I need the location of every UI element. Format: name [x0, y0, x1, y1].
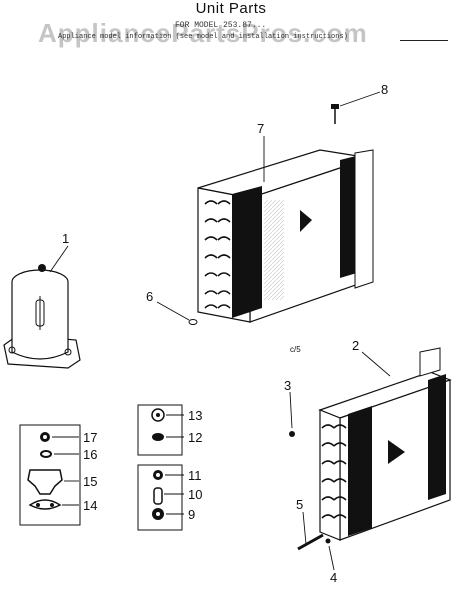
- washer-11-part[interactable]: [153, 470, 163, 480]
- callout-3: 3: [284, 378, 291, 393]
- screw-8-part[interactable]: [331, 104, 339, 124]
- header-rule: [400, 40, 448, 41]
- nut-17-part[interactable]: [40, 432, 50, 442]
- sleeve-10-part[interactable]: [153, 487, 163, 505]
- callout-4: 4: [330, 570, 337, 585]
- callout-2: 2: [352, 338, 359, 353]
- callout-5: 5: [296, 497, 303, 512]
- callout-10: 10: [188, 487, 202, 502]
- callout-15: 15: [83, 474, 97, 489]
- screw-4-part[interactable]: [325, 538, 331, 544]
- callout-11: 11: [188, 468, 202, 483]
- screw-3-part[interactable]: [289, 431, 295, 437]
- callout-12: 12: [188, 430, 202, 445]
- washer-16-part[interactable]: [40, 450, 52, 458]
- callout-9: 9: [188, 507, 195, 522]
- model-line: FOR MODEL 253.87...: [175, 21, 267, 30]
- callout-8: 8: [381, 82, 388, 97]
- callout-1: 1: [62, 231, 69, 246]
- grommet-12-part[interactable]: [152, 433, 164, 441]
- callout-7: 7: [257, 121, 264, 136]
- hardware-kit-left: [19, 424, 81, 526]
- condenser-coil-part[interactable]: [318, 347, 452, 541]
- watermark: AppliancePartsPros.com: [38, 18, 368, 48]
- compressor-part[interactable]: [3, 264, 81, 369]
- callout-16: 16: [83, 447, 97, 462]
- hardware-kit-bottom: [137, 464, 183, 531]
- plug-6-part[interactable]: [188, 319, 198, 325]
- callout-13: 13: [188, 408, 202, 423]
- nut-9-part[interactable]: [152, 508, 164, 520]
- mount-14-part[interactable]: [28, 499, 62, 510]
- nut-13-part[interactable]: [151, 408, 165, 422]
- subnote: Appliance model information (see model a…: [58, 33, 348, 41]
- evaporator-coil-part[interactable]: [197, 149, 374, 323]
- page-title: Unit Parts: [195, 0, 267, 17]
- callout-17: 17: [83, 430, 97, 445]
- hardware-kit-top: [137, 404, 183, 456]
- callout-6: 6: [146, 289, 153, 304]
- tube-5-part[interactable]: [297, 533, 324, 551]
- callout-cs: c/5: [290, 345, 301, 354]
- clip-15-part[interactable]: [27, 469, 63, 495]
- leader-lines: [49, 91, 391, 571]
- callout-14: 14: [83, 498, 97, 513]
